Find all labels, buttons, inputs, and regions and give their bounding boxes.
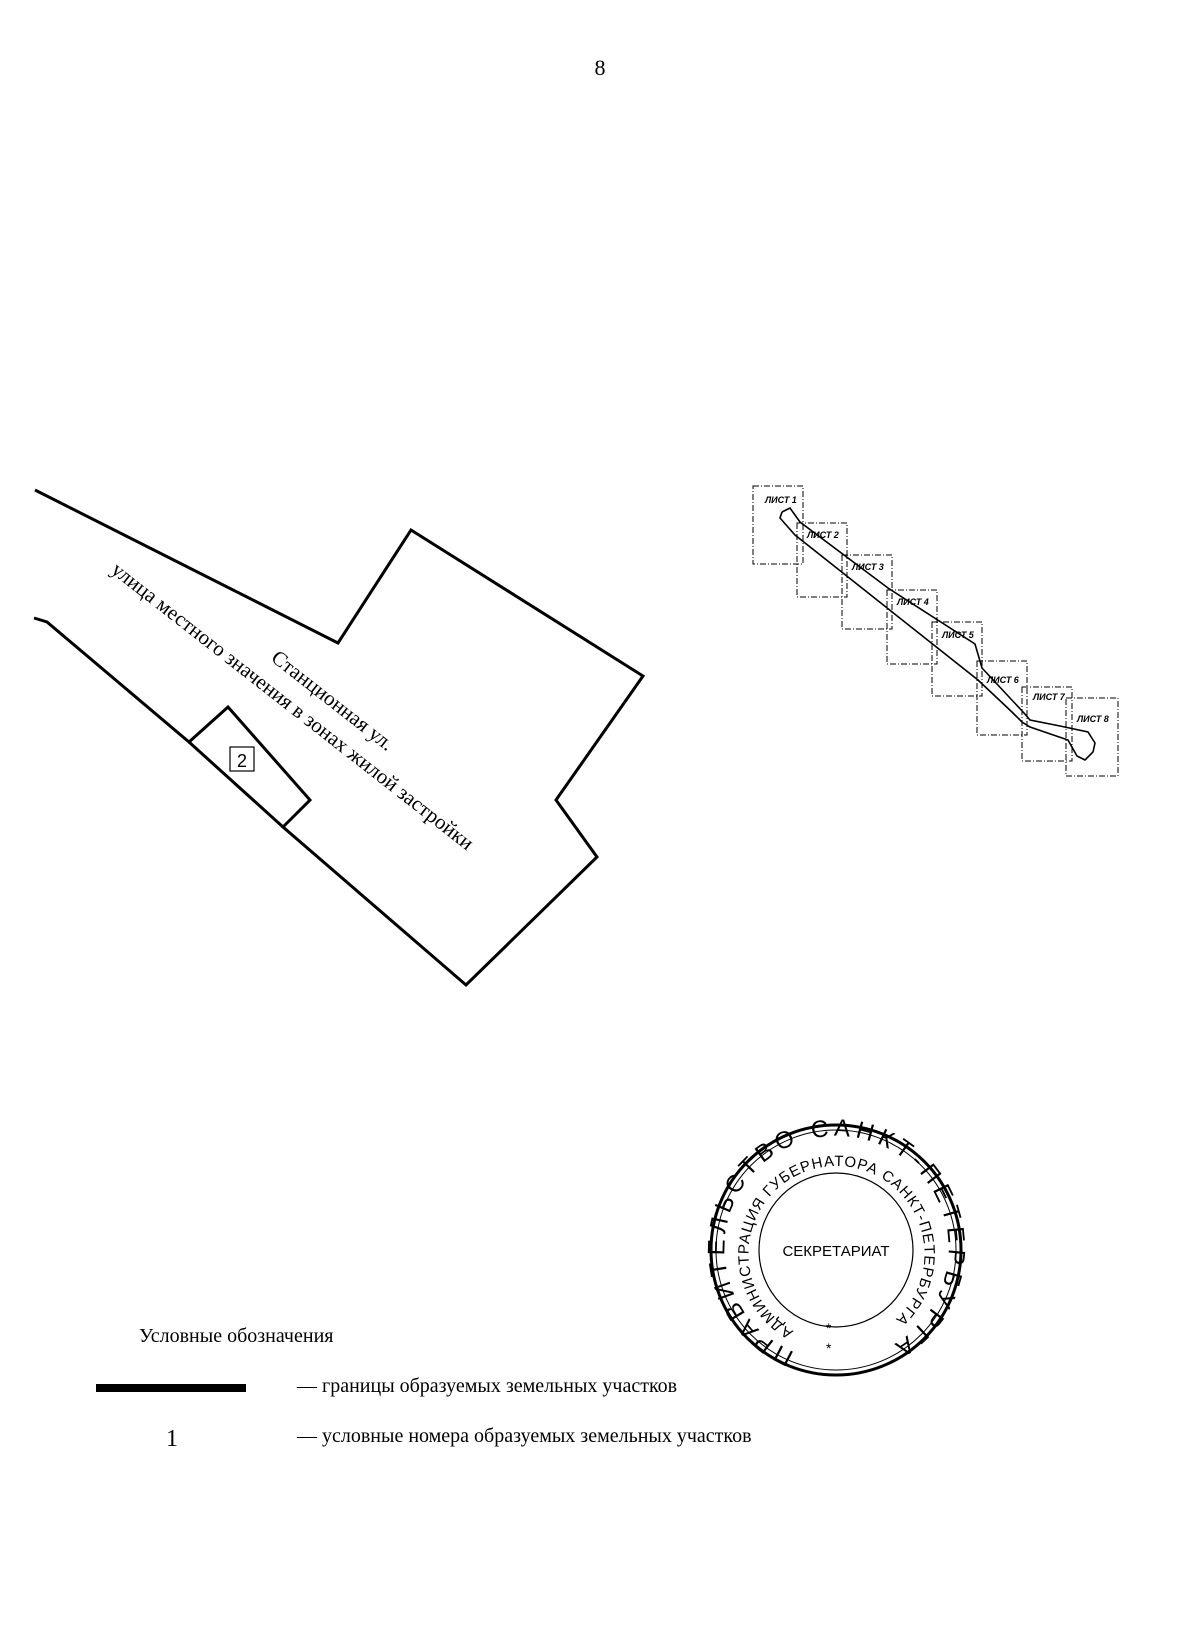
sheet-frame-6 (976, 660, 1028, 736)
legend-boundary-sample (96, 1384, 246, 1392)
legend-number-text: — условные номера образуемых земельных у… (297, 1425, 752, 1447)
sheet-label-3: ЛИСТ 3 (851, 562, 884, 572)
sheet-label-7: ЛИСТ 7 (1032, 692, 1066, 702)
sheet-frame-2 (796, 522, 848, 598)
parcel-number-box: 2 (229, 746, 255, 772)
legend-number-sample: 1 (166, 1426, 178, 1452)
sheet-label-4: ЛИСТ 4 (896, 597, 929, 607)
sheet-label-2: ЛИСТ 2 (806, 530, 839, 540)
sheet-label-8: ЛИСТ 8 (1076, 714, 1109, 724)
sheet-frame-7 (1021, 686, 1073, 762)
parcel-2-boundary (187, 740, 285, 829)
sheet-frame-3 (841, 554, 893, 630)
stamp-center-text: СЕКРЕТАРИАТ (782, 1243, 889, 1260)
sheet-frame-5 (931, 621, 983, 697)
sheet-label-5: ЛИСТ 5 (941, 630, 975, 640)
page-number: 8 (594, 55, 606, 80)
sheet-frame-4 (886, 589, 938, 665)
legend-boundary-text: — границы образуемых земельных участков (297, 1375, 678, 1397)
sheet-frame-8 (1065, 697, 1119, 777)
sheet-label-1: ЛИСТ 1 (764, 495, 797, 505)
stamp-star-1: * (826, 1320, 832, 1336)
legend-title: Условные обозначения (139, 1325, 334, 1347)
parcel-number: 2 (237, 751, 247, 771)
overview-road-outline (779, 506, 1096, 761)
sheet-labels: ЛИСТ 1 ЛИСТ 2 ЛИСТ 3 ЛИСТ 4 ЛИСТ 5 ЛИСТ … (764, 495, 1109, 724)
sheet-label-6: ЛИСТ 6 (986, 675, 1020, 685)
stamp-star-2: * (826, 1340, 832, 1356)
